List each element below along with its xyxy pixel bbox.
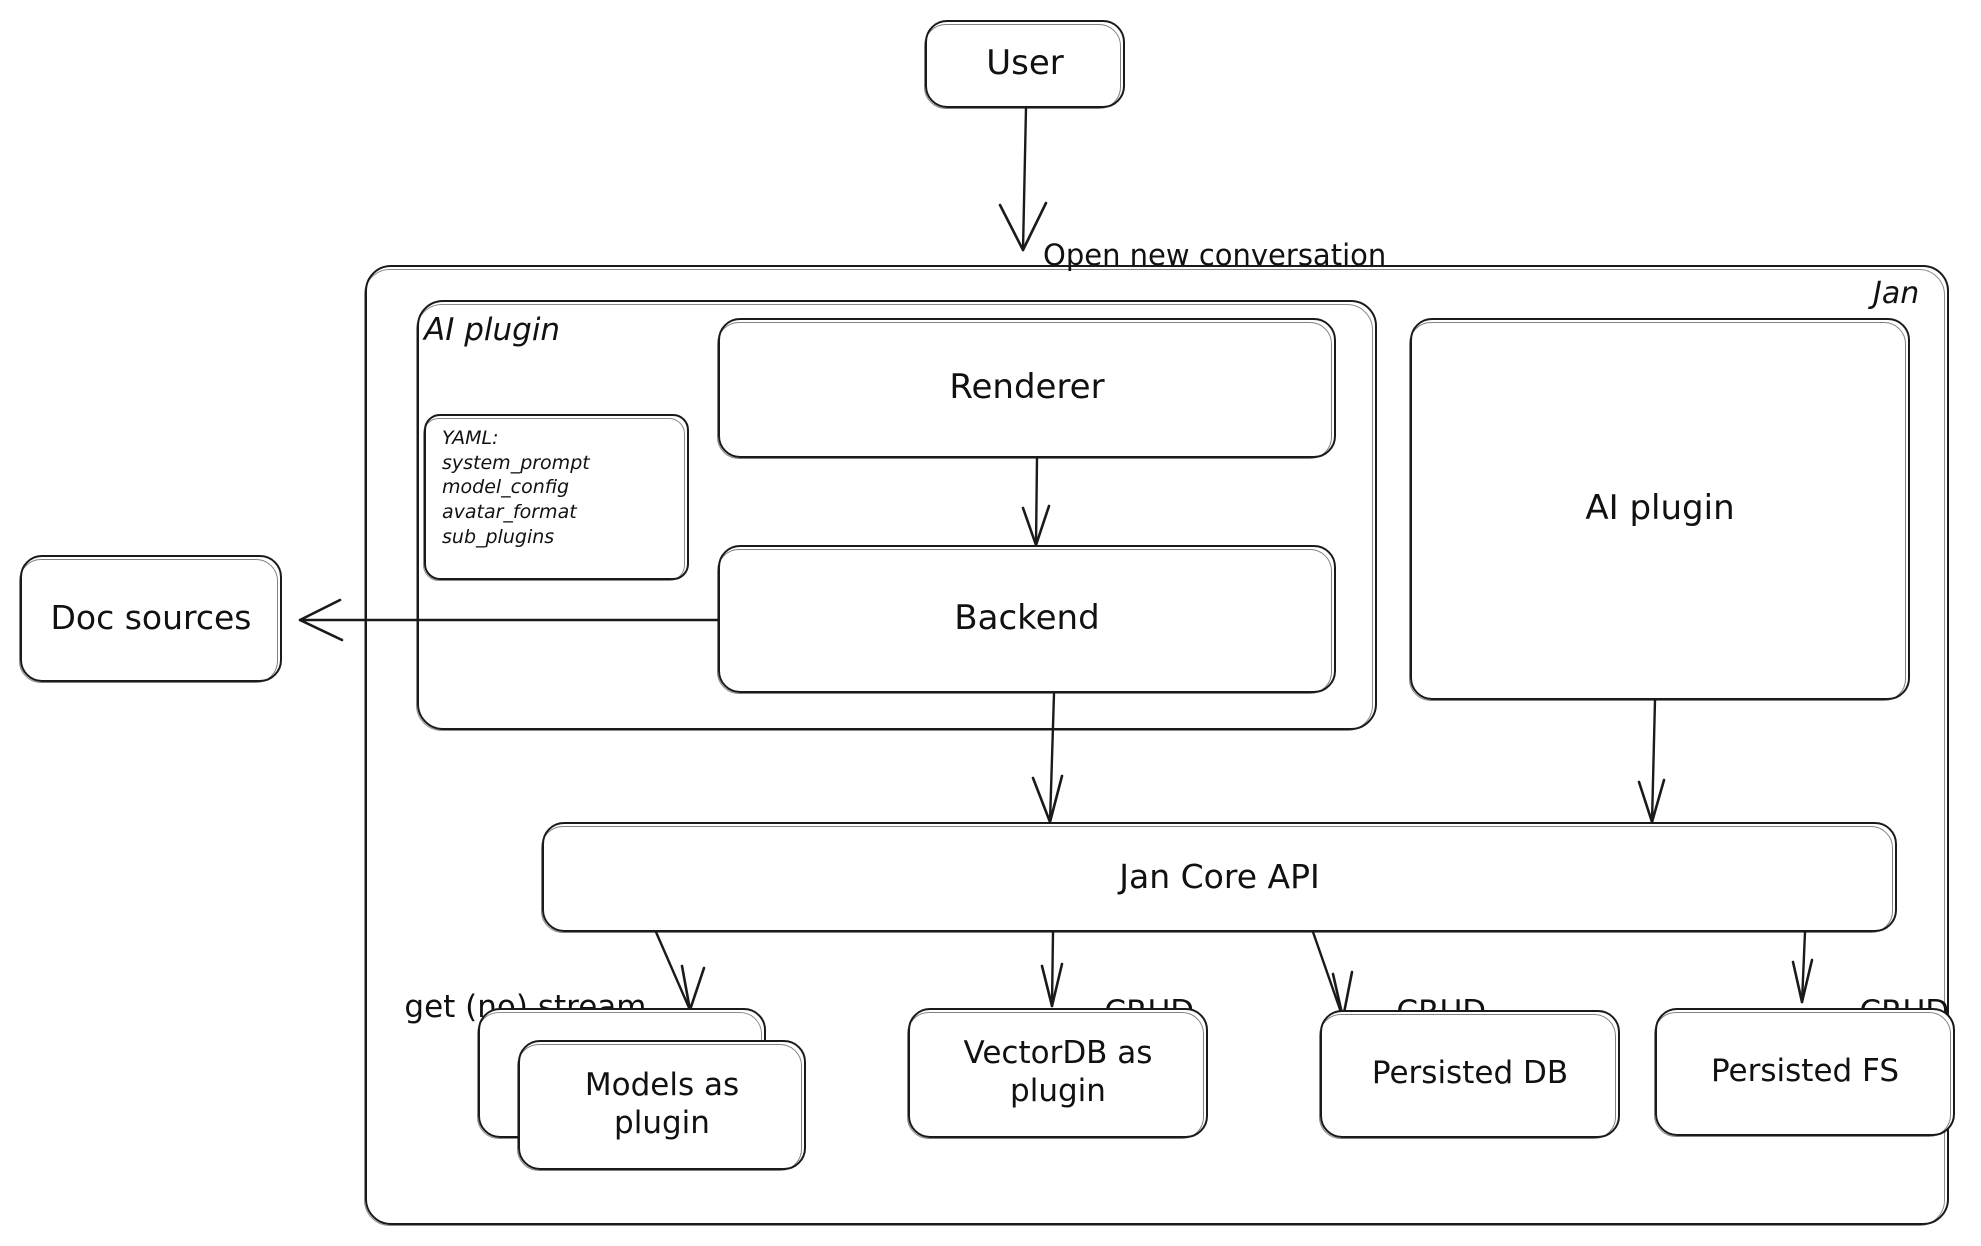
node-persisted-db-label: Persisted DB [1371, 1055, 1569, 1092]
node-doc-sources[interactable]: Doc sources [19, 555, 282, 683]
node-models-as-plugin[interactable]: Models as plugin [517, 1040, 806, 1171]
yaml-key-model-config: model_config [442, 476, 570, 499]
node-renderer-label: Renderer [949, 367, 1105, 408]
node-persisted-db[interactable]: Persisted DB [1319, 1010, 1620, 1139]
node-backend[interactable]: Backend [717, 545, 1336, 694]
node-persisted-fs-label: Persisted FS [1710, 1053, 1900, 1090]
node-user-label: User [986, 43, 1064, 84]
yaml-key-system-prompt: system_prompt [442, 451, 590, 474]
yaml-key-sub-plugins: sub_plugins [442, 525, 555, 548]
node-models-as-plugin-label: Models as plugin [584, 1067, 740, 1141]
yaml-heading: YAML: [442, 427, 499, 449]
node-backend-label: Backend [954, 598, 1100, 639]
edge-user-to-renderer [1021, 106, 1028, 252]
group-jan-label: Jan [1869, 276, 1924, 311]
node-vectordb-as-plugin[interactable]: VectorDB as plugin [907, 1008, 1208, 1139]
node-ai-plugin-right[interactable]: AI plugin [1409, 318, 1910, 701]
node-jan-core-api-label: Jan Core API [1119, 856, 1320, 896]
group-ai-plugin-label: AI plugin [424, 312, 561, 348]
yaml-config-card: YAML: system_prompt model_config avatar_… [423, 414, 689, 581]
yaml-key-avatar-format: avatar_format [442, 501, 577, 524]
node-vectordb-as-plugin-label: VectorDB as plugin [963, 1035, 1153, 1109]
node-renderer[interactable]: Renderer [717, 318, 1336, 459]
node-persisted-fs[interactable]: Persisted FS [1654, 1008, 1955, 1137]
node-user[interactable]: User [924, 20, 1125, 109]
node-doc-sources-label: Doc sources [50, 598, 252, 638]
node-jan-core-api[interactable]: Jan Core API [541, 822, 1897, 933]
node-ai-plugin-right-label: AI plugin [1585, 488, 1735, 529]
